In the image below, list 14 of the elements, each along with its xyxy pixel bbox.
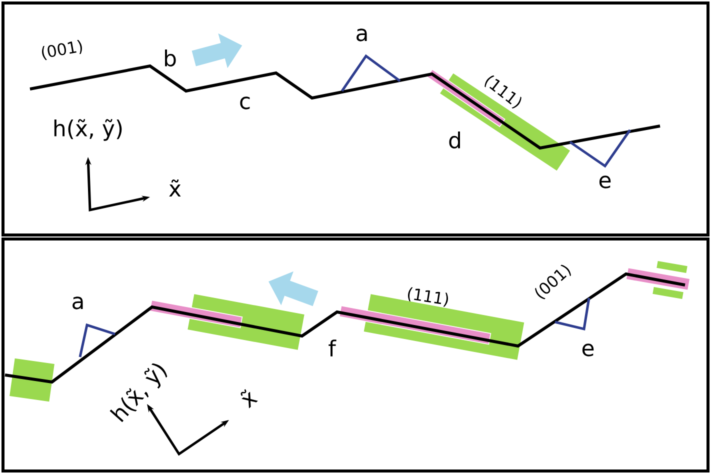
label: x̃ (240, 389, 258, 408)
label: e (599, 176, 611, 188)
label: c (240, 96, 250, 110)
label: b (165, 49, 176, 67)
label: a (356, 28, 367, 42)
label: d (449, 131, 460, 149)
label: a (72, 296, 83, 310)
label: h(x̃, ỹ) (110, 363, 168, 422)
label: e (582, 344, 594, 356)
label: h(x̃, ỹ) (54, 119, 122, 141)
label: (111) (408, 287, 448, 307)
label: x̃ (169, 179, 181, 197)
label: f (328, 340, 336, 356)
label: (001) (42, 40, 82, 60)
